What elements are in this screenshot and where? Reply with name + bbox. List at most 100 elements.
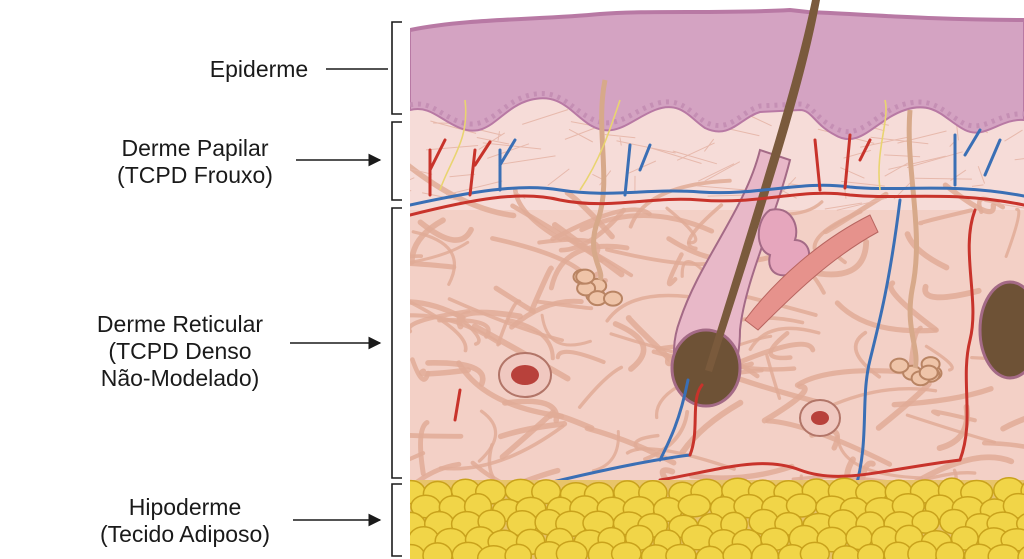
loose-fiber	[410, 168, 433, 175]
collagen-fiber	[425, 360, 486, 387]
collagen-fiber	[548, 243, 630, 291]
hair-follicle-right	[978, 280, 1024, 380]
sweat-glands	[572, 268, 943, 387]
collagen-fiber	[633, 433, 660, 451]
collagen-fiber	[410, 240, 470, 264]
layer-brackets	[391, 21, 402, 557]
collagen-fiber	[529, 265, 554, 313]
stratum-corneum	[410, 7, 1024, 32]
collagen-fiber	[410, 451, 426, 462]
collagen-fiber	[490, 236, 585, 275]
collagen-fiber	[577, 365, 624, 409]
sweat-gland-coil	[918, 364, 939, 381]
sweat-duct	[906, 109, 919, 369]
label-derme-papilar: Derme Papilar (TCPD Frouxo)	[100, 135, 290, 189]
collagen-fiber	[410, 260, 457, 270]
tissue-block	[410, 0, 1024, 559]
collagen-fiber	[410, 461, 462, 491]
loose-fiber	[676, 142, 715, 161]
collagen-fiber	[875, 380, 932, 431]
collagen-fiber	[1004, 207, 1021, 258]
collagen-fiber	[477, 409, 498, 463]
collagen-fiber	[410, 432, 464, 439]
collagen-fiber	[438, 424, 565, 471]
collagen-fiber	[540, 313, 592, 347]
label-derme-papilar-line-1: Derme Papilar	[121, 135, 269, 161]
bracket-derme-reticular	[391, 207, 402, 479]
collagen-fiber	[905, 413, 997, 444]
label-derme-reticular: Derme Reticular (TCPD Denso Não-Modelado…	[80, 311, 280, 392]
bracket-epiderme	[391, 21, 402, 115]
fat-cell	[610, 541, 642, 559]
label-derme-reticular-line-2: (TCPD Denso	[108, 338, 252, 364]
label-derme-reticular-line-3: Não-Modelado)	[100, 365, 260, 391]
loose-fiber	[619, 137, 622, 146]
collagen-fiber	[761, 383, 808, 424]
collagen-fiber	[768, 330, 793, 361]
arrector-pili-muscle	[744, 214, 879, 331]
loose-fiber	[498, 155, 556, 165]
fat-cell	[911, 510, 940, 534]
loose-fiber	[568, 128, 594, 143]
loose-fiber	[650, 147, 702, 164]
collagen-fiber	[509, 298, 584, 330]
collagen-fiber	[410, 163, 517, 219]
collagen-fiber	[922, 283, 982, 301]
collagen-fiber	[410, 217, 446, 265]
sweat-gland-coil	[889, 357, 910, 374]
leader-lines	[290, 68, 388, 527]
loose-fiber	[971, 184, 984, 187]
collagen-fiber	[1000, 416, 1024, 432]
label-derme-reticular-line-1: Derme Reticular	[96, 311, 264, 337]
collagen-fiber	[688, 463, 795, 481]
loose-fiber	[547, 168, 570, 186]
collagen-fiber	[729, 341, 816, 369]
loose-fiber	[984, 200, 1024, 209]
collagen-fiber	[908, 454, 1015, 488]
loose-fiber	[672, 150, 718, 165]
collagen-fiber	[612, 321, 647, 372]
collagen-fiber	[447, 297, 564, 342]
collagen-fiber	[410, 299, 468, 353]
loose-fiber	[884, 160, 913, 177]
loose-fiber	[697, 163, 735, 182]
loose-fiber	[870, 136, 929, 145]
loose-fiber	[824, 202, 863, 210]
loose-fiber	[888, 155, 946, 170]
loose-fiber	[704, 161, 741, 182]
collagen-fiber	[418, 367, 471, 377]
loose-fiber	[884, 154, 921, 158]
collagen-fiber	[555, 349, 606, 365]
fat-cell	[1017, 546, 1024, 559]
collagen-fiber	[748, 326, 821, 351]
label-hipoderme-line-2: (Tecido Adiposo)	[99, 521, 271, 547]
label-epiderme-line-1: Epiderme	[209, 56, 309, 82]
collagen-fiber	[536, 299, 594, 311]
collagen-fiber	[643, 410, 690, 462]
loose-fiber	[696, 185, 754, 192]
collagen-fiber	[497, 421, 568, 440]
loose-fiber	[977, 166, 986, 184]
collagen-fiber	[562, 236, 634, 278]
loose-fiber	[616, 140, 676, 154]
loose-fiber	[836, 197, 887, 211]
fat-cell	[504, 543, 533, 559]
vessel-cross-section	[498, 352, 841, 437]
collagen-fiber	[981, 440, 1024, 449]
fat-cell	[799, 541, 830, 559]
collagen-fiber	[666, 252, 684, 287]
fat-cell	[935, 541, 965, 559]
label-derme-papilar-line-2: (TCPD Frouxo)	[117, 162, 273, 188]
loose-fiber	[522, 109, 569, 125]
collagen-fiber	[417, 420, 430, 477]
loose-fiber	[840, 167, 865, 179]
collagen-fiber	[904, 231, 950, 271]
loose-fiber	[1004, 129, 1023, 142]
loose-fiber	[497, 131, 500, 141]
label-epiderme: Epiderme	[195, 56, 323, 83]
label-hipoderme: Hipoderme (Tecido Adiposo)	[85, 494, 285, 548]
loose-fiber	[841, 180, 885, 187]
collagen-fiber	[918, 208, 974, 226]
fat-cell	[677, 493, 712, 518]
